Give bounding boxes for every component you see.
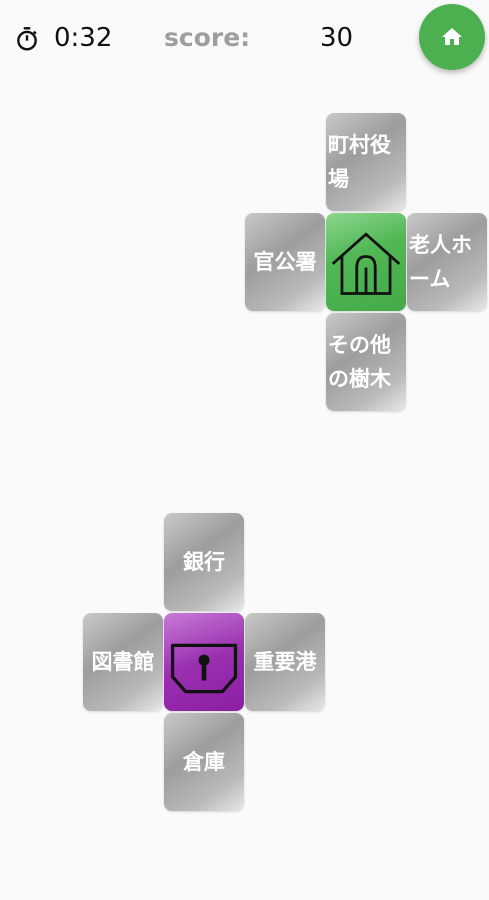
stopwatch-icon [17,27,37,51]
top-bar: 0:32 score: 30 [0,0,489,76]
house-outline-icon [331,232,401,295]
tile-label: 官公署 [253,250,317,274]
tile-label: 図書館 [91,650,155,674]
home-icon [442,28,462,45]
lock-tile[interactable] [164,613,244,711]
keyhole-lock-icon [170,643,238,694]
home-button[interactable] [419,4,485,70]
score-label: score: [164,23,251,52]
tile-top-up[interactable]: 町村役場 [326,113,406,211]
tile-bottom-left[interactable]: 図書館 [83,613,163,711]
timer-readout: 0:32 [54,23,113,53]
tile-label: 老人ホーム [409,233,472,291]
tile-label: 倉庫 [183,750,225,774]
tile-bottom-up[interactable]: 銀行 [164,513,244,611]
score-value: 30 [320,23,354,53]
tile-label: 銀行 [183,550,225,574]
tile-top-right[interactable]: 老人ホーム [407,213,487,311]
tile-top-left[interactable]: 官公署 [245,213,325,311]
house-tile[interactable] [326,213,406,311]
tile-label: 重要港 [253,650,317,674]
tile-label: 町村役場 [328,133,391,191]
tile-bottom-right[interactable]: 重要港 [245,613,325,711]
tile-bottom-down[interactable]: 倉庫 [164,713,244,811]
tile-label: その他の樹木 [328,333,391,391]
tile-top-down[interactable]: その他の樹木 [326,313,406,411]
